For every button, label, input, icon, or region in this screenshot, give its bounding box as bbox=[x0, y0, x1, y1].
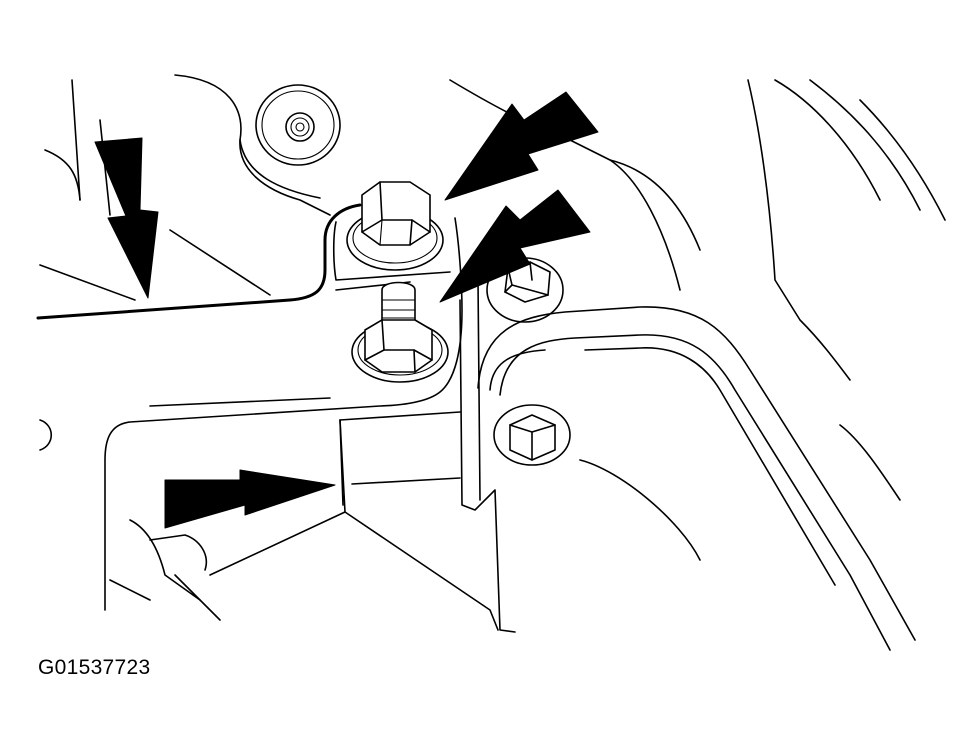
arrow-down-left bbox=[94, 137, 159, 299]
frame-rail bbox=[477, 306, 916, 651]
threaded-boss bbox=[239, 84, 341, 199]
rear-hex-bolt-lower bbox=[493, 404, 571, 466]
support-strap bbox=[459, 279, 516, 633]
figure-id-label: G01537723 bbox=[38, 656, 151, 679]
arrow-to-upper-bolt bbox=[444, 91, 599, 201]
arrow-to-lower-stud bbox=[439, 189, 591, 303]
lower-stud-nut bbox=[351, 281, 449, 383]
housing-upper-left bbox=[39, 74, 331, 301]
upper-flange-bolt bbox=[346, 181, 444, 271]
arrow-to-bracket-edge bbox=[164, 469, 336, 529]
mounting-bracket bbox=[36, 203, 499, 631]
lower-left-components bbox=[39, 419, 344, 621]
callout-arrows bbox=[94, 91, 599, 529]
transmission-housing bbox=[449, 79, 946, 561]
